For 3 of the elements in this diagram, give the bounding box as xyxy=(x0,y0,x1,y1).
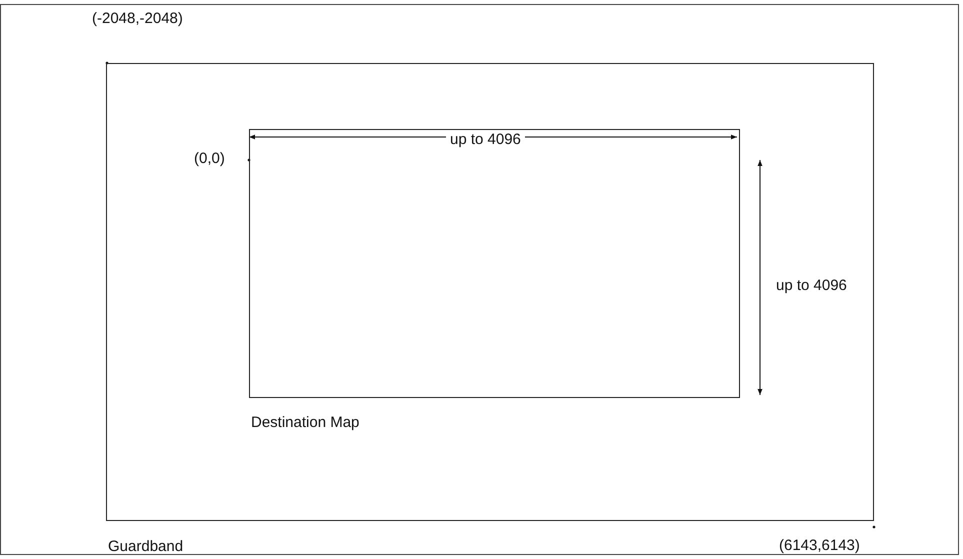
region-label: Guardband xyxy=(108,538,184,555)
dimension-label: up to 4096 xyxy=(446,131,525,148)
region-label: Destination Map xyxy=(251,414,360,431)
